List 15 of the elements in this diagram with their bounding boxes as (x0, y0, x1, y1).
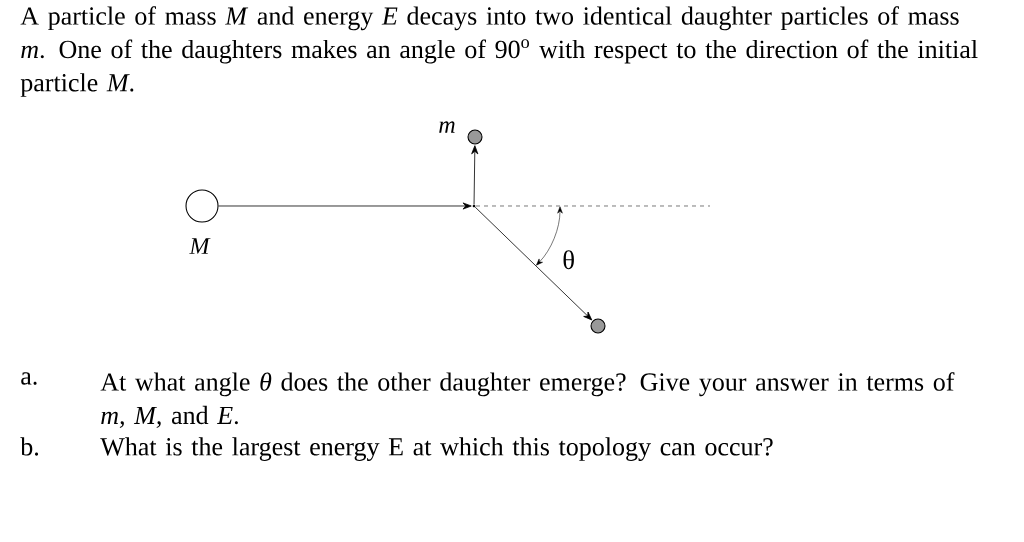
item-marker: a. (21, 372, 37, 385)
particle-circle (185, 189, 219, 223)
problem-text: A particle of mass M and energy E decays into two identical daughter particles of mass m. One of the daughters makes an angle of 90$^{o}$ with respect to the direction of the initial particle M. (20, 6, 978, 97)
decay-point (472, 204, 476, 208)
question-text: At what angle θ does the other daughter emerge? Give your answer in terms of m, M, and E. (100, 372, 955, 428)
arrow (474, 206, 593, 321)
mass-label: m (439, 121, 455, 133)
arrow (218, 202, 472, 210)
angle-label: θ (563, 250, 574, 270)
arrow (471, 145, 479, 205)
item-marker: b. (20, 437, 39, 456)
particle-circle (590, 318, 606, 334)
particle-circle (467, 129, 483, 145)
mass-label: M (189, 238, 211, 254)
question-text: What is the largest energy E at which this topology can occur? (100, 437, 773, 461)
